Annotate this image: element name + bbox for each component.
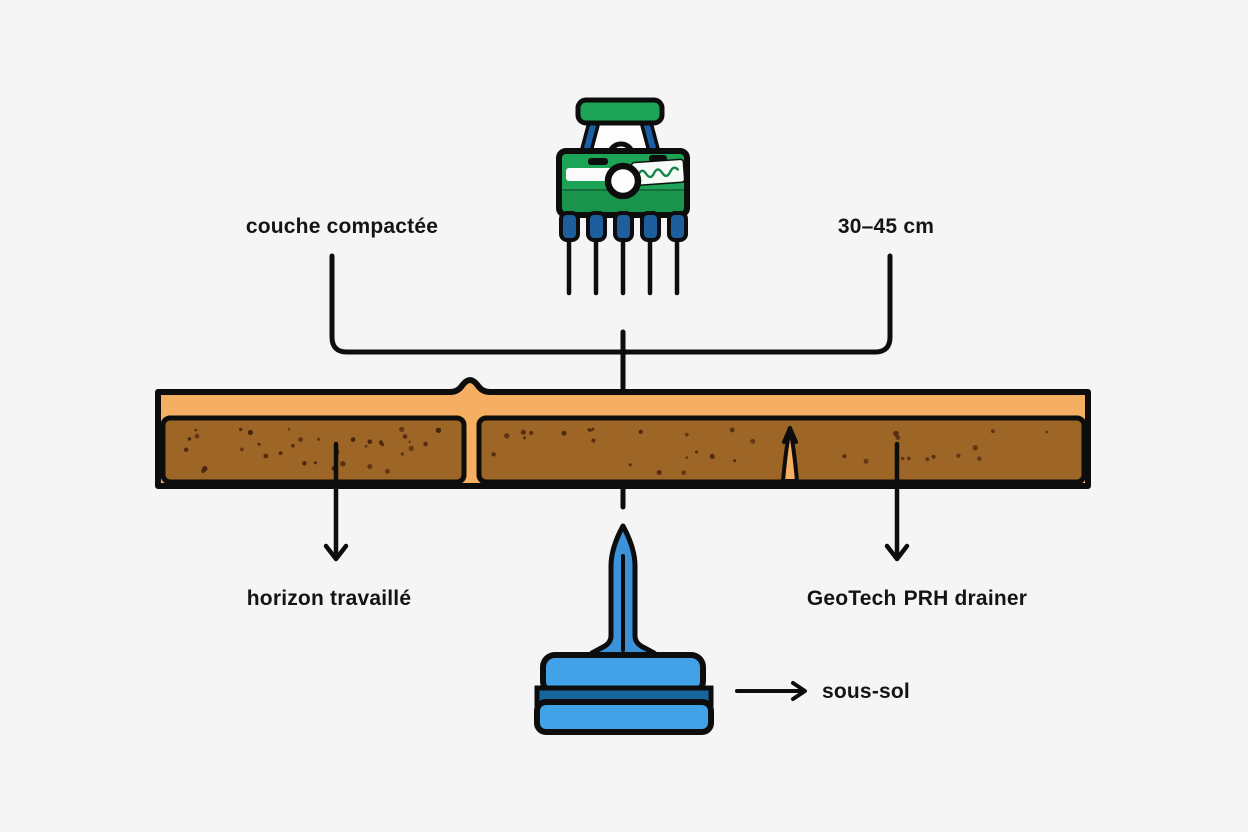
soil-speckle	[931, 454, 936, 459]
soil-speckle	[591, 438, 596, 443]
label-drainer-brand: GeoTech	[806, 587, 897, 610]
machine-body-shade	[562, 191, 684, 212]
soil-speckle	[239, 427, 243, 432]
down-arrow-right	[884, 441, 910, 562]
soil-speckle	[201, 468, 206, 473]
tine-socket	[613, 211, 634, 242]
soil-speckle	[733, 459, 737, 463]
soil-speckle	[240, 447, 244, 452]
soil-speckle	[316, 437, 321, 441]
label-compacted-layer: couche compactée	[245, 215, 439, 238]
tine-socket	[640, 211, 661, 242]
body-dash-left	[588, 158, 608, 165]
soil-speckle	[863, 458, 869, 464]
cab-pillar-left-fill	[583, 119, 597, 155]
soil-speckle	[561, 430, 567, 436]
soil-speckle	[423, 441, 428, 447]
soil-speckle	[956, 453, 961, 458]
soil-speckle	[400, 452, 405, 456]
soil-speckle	[367, 439, 373, 445]
soil-speckle	[367, 464, 373, 470]
shank-base	[534, 699, 714, 735]
subsoiler-tractor-icon	[556, 97, 690, 296]
label-worked-horizon: horizon travaillé	[246, 587, 412, 610]
down-arrow-left	[323, 441, 349, 562]
soil-speckle	[972, 445, 978, 451]
soil-speckle	[695, 450, 698, 454]
soil-speckle	[656, 470, 662, 475]
subsoiler-shank-icon	[534, 523, 714, 735]
label-drainer: GeoTech PRH drainer	[807, 587, 1027, 611]
soil-speckle	[187, 437, 192, 441]
label-drainer-name: PRH drainer	[903, 587, 1028, 610]
soil-crack-arrowhead	[782, 426, 798, 444]
soil-speckle	[522, 436, 527, 440]
soil-speckle	[384, 468, 390, 474]
soil-speckle	[906, 456, 911, 461]
soil-speckle	[340, 461, 346, 467]
machine-hub	[604, 162, 642, 200]
soil-speckle	[842, 454, 847, 459]
cab-pillar-right-fill	[643, 119, 657, 155]
right-arrow-subsoil	[735, 681, 807, 701]
soil-speckle	[183, 447, 189, 453]
soil-speckle	[587, 428, 591, 432]
soil-speckle	[977, 456, 982, 462]
soil-speckle	[684, 432, 689, 437]
soil-speckle	[729, 427, 735, 433]
soil-speckle	[925, 457, 930, 462]
soil-speckle	[399, 426, 405, 432]
soil-speckle	[291, 443, 295, 448]
tines	[566, 239, 680, 296]
soil-speckle	[685, 456, 689, 459]
soil-speckle	[408, 440, 411, 443]
soil-speckle	[402, 434, 408, 439]
soil-speckle	[287, 427, 291, 431]
label-subsoil: sous-sol	[822, 680, 910, 703]
soil-speckle	[529, 430, 534, 436]
soil-speckle	[194, 428, 198, 432]
soil-speckle	[895, 435, 901, 440]
measure-bracket	[329, 253, 893, 355]
subsoil-block-left	[160, 415, 467, 485]
soil-speckle	[709, 454, 715, 459]
soil-speckle	[991, 429, 995, 434]
soil-speckle	[378, 440, 383, 445]
soil-speckle	[1045, 430, 1048, 434]
soil-speckle	[591, 427, 595, 431]
soil-speckle	[194, 433, 200, 439]
subsoil-block-right	[476, 415, 1087, 485]
soil-speckle	[520, 429, 527, 435]
soil-speckle	[257, 442, 261, 446]
badge-scribble	[636, 166, 680, 179]
soil-speckle	[628, 463, 632, 467]
soil-speckle	[350, 437, 356, 442]
soil-speckles	[183, 426, 1048, 475]
soil-speckle	[364, 444, 368, 448]
tine-socket	[586, 211, 607, 242]
soil-speckle	[298, 437, 303, 442]
soil-cross-section	[155, 377, 1091, 489]
soil-speckle	[893, 430, 899, 437]
tine-socket	[667, 211, 688, 242]
soil-speckle	[263, 453, 269, 459]
soil-speckle	[638, 429, 643, 434]
soil-speckle	[247, 429, 253, 436]
cab-roof	[575, 97, 665, 126]
soil-speckle	[491, 452, 496, 457]
soil-speckle	[302, 461, 307, 466]
tine-socket	[559, 211, 580, 242]
soil-speckle	[900, 456, 905, 461]
soil-speckle	[408, 445, 414, 451]
soil-speckle	[313, 461, 317, 465]
soil-speckle	[750, 438, 756, 444]
soil-speckle	[278, 451, 283, 456]
soil-speckle	[504, 433, 510, 439]
tine-sockets	[559, 211, 688, 242]
soil-speckle	[435, 427, 442, 433]
soil-speckle	[681, 470, 686, 475]
label-depth-range: 30–45 cm	[837, 215, 935, 238]
